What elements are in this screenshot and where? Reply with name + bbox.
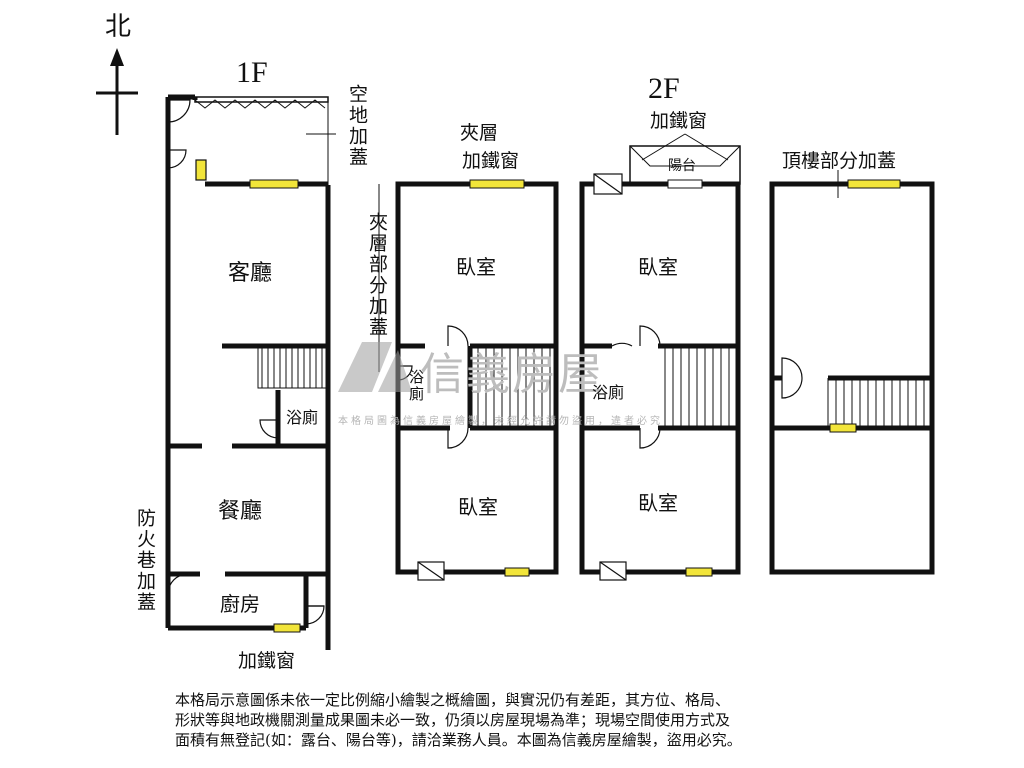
room-2f-bath: 浴廁 <box>592 383 625 402</box>
watermark-brand: 信義房屋 <box>420 349 604 400</box>
stairs-1f <box>257 345 329 389</box>
floor-label-1f: 1F <box>236 56 268 89</box>
stairs-2f <box>664 346 730 428</box>
stairs-roof <box>827 378 925 428</box>
room-mezzanine-bedroom-bottom: 臥室 <box>458 495 498 519</box>
windows-1f <box>249 179 301 633</box>
north-arrow-icon <box>96 48 138 135</box>
label-mezzanine: 夾層 <box>460 122 499 144</box>
north-label: 北 <box>105 12 132 42</box>
floor-label-2f: 2F <box>648 72 680 105</box>
room-mezzanine-bath: 浴廁 <box>407 369 425 403</box>
roof-walls <box>769 181 935 575</box>
room-dining-room: 餐廳 <box>218 499 263 524</box>
label-2f-balcony: 陽台 <box>668 158 696 174</box>
watermark-logo-icon <box>338 342 412 392</box>
windows-mezzanine <box>469 179 530 577</box>
balcony-2f <box>629 133 741 189</box>
room-mezzanine-bedroom-top: 臥室 <box>456 255 496 279</box>
label-roof-partial-addition: 頂樓部分加蓋 <box>782 150 897 172</box>
room-kitchen: 廚房 <box>220 592 260 616</box>
room-living-room: 客廳 <box>228 261 273 286</box>
door-swings-1f <box>167 99 325 625</box>
doors-roof <box>781 357 803 399</box>
label-mezzanine-iron-window: 加鐵窗 <box>462 150 520 172</box>
windows-roof <box>829 179 901 433</box>
label-fire-lane-addition: 防火巷加蓋 <box>134 508 156 613</box>
disclaimer-text: 本格局示意圖係未依一定比例縮小繪製之概繪圖，與實況仍有差距，其方位、格局、 形狀… <box>175 690 935 750</box>
mezzanine-stairs <box>477 346 551 428</box>
room-2f-bedroom-top: 臥室 <box>638 255 678 279</box>
disclaimer-line-1: 本格局示意圖係未依一定比例縮小繪製之概繪圖，與實況仍有差距，其方位、格局、 <box>175 691 731 709</box>
windows-2f <box>685 567 713 577</box>
room-2f-bedroom-bottom: 臥室 <box>638 491 678 515</box>
label-mezzanine-partial-addition: 夾層部分加蓋 <box>366 212 388 338</box>
room-bath-1f: 浴廁 <box>286 408 319 427</box>
watermark-notice: 本格局圖為信義房屋繪製，未經允許請勿盜用，違者必究 <box>338 416 663 427</box>
label-open-space-addition: 空地加蓋 <box>346 84 368 168</box>
label-iron-window-1f: 加鐵窗 <box>238 650 296 672</box>
doors-2f <box>593 173 661 581</box>
disclaimer-line-2: 形狀等與地政機關測量成果圖未必一致，仍須以房屋現場為準；現場空間使用方式及 <box>175 711 731 729</box>
disclaimer-line-3: 面積有無登記(如：露台、陽台等)，請洽業務人員。本圖為信義房屋繪製，盜用必究。 <box>175 731 742 749</box>
label-2f-iron-window: 加鐵窗 <box>650 110 708 132</box>
open-space-canopy <box>194 96 336 185</box>
